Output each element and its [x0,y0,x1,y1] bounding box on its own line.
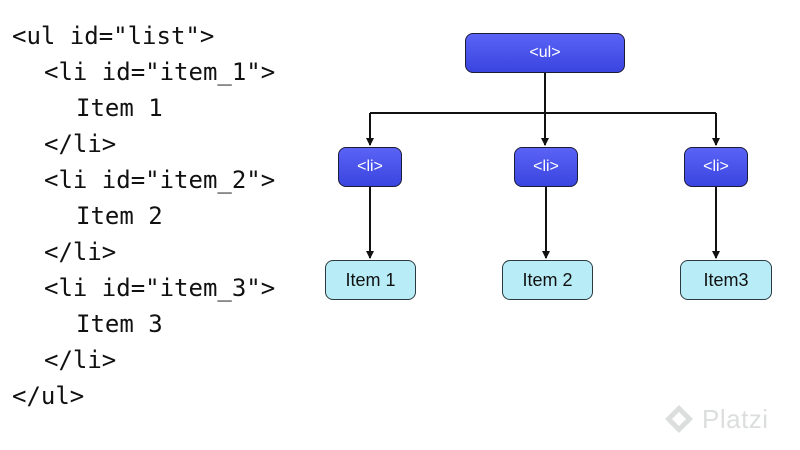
code-line-ul-close: </ul> [12,382,85,410]
code-line-li2-open: <li id="item_2"> [44,166,276,194]
tree-node-item-1: Item 1 [325,260,416,300]
code-line-li1-open: <li id="item_1"> [44,58,276,86]
code-line-li3-close: </li> [44,346,117,374]
html-code-snippet: <ul id="list"> <li id="item_1"> Item 1 <… [12,18,275,414]
platzi-wordmark: Platzi [702,403,769,434]
code-line-li1-close: </li> [44,130,117,158]
code-line-item2-text: Item 2 [76,202,163,230]
code-line-li3-open: <li id="item_3"> [44,274,276,302]
code-line-item1-text: Item 1 [76,94,163,122]
code-line-li2-close: </li> [44,238,117,266]
tree-node-ul: <ul> [465,33,625,73]
tree-node-li-2: <li> [514,147,578,187]
tree-node-item-2: Item 2 [502,260,593,300]
code-line-item3-text: Item 3 [76,310,163,338]
platzi-watermark: Platzi [662,402,769,436]
code-line-ul-open: <ul id="list"> [12,22,215,50]
tree-node-li-1: <li> [338,147,402,187]
tree-node-li-3: <li> [684,147,748,187]
tree-node-item-3: Item3 [680,260,772,300]
platzi-logo-icon [665,405,693,433]
